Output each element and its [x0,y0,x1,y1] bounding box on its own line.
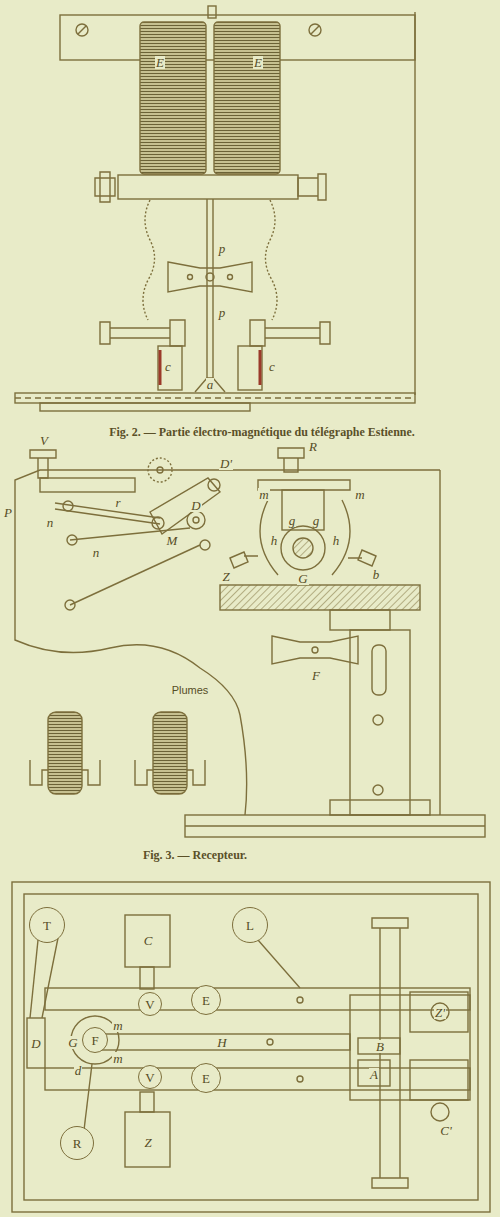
part-letter: V [39,434,49,447]
part-letter: m [354,488,365,501]
part-letter: Z [221,570,230,583]
part-letter: n [92,546,101,559]
part-letter: g [312,514,321,527]
part-letter: Z [143,1136,152,1149]
circle-callout: T [29,907,65,943]
part-letter: H [216,1036,227,1049]
part-letter: A [369,1068,379,1081]
part-letter: E [155,56,165,69]
circle-callout: L [232,907,268,943]
part-letter: b [372,568,381,581]
part-letter: F [311,669,321,682]
circle-callout: V [138,1065,162,1089]
circle-callout: E [191,1063,221,1093]
circle-callout: R [60,1126,94,1160]
part-letter: a [206,378,215,391]
part-letter: E [253,56,263,69]
part-letter: G [297,572,308,585]
figure-caption: Fig. 3. — Recepteur. [142,849,248,861]
fig2-electromagnet [15,6,415,411]
part-letter: P [3,506,13,519]
part-letter: C [143,934,154,947]
callout-letter: T [43,919,51,932]
callout-letter: E [202,1072,210,1085]
part-letter: R [308,440,318,453]
callout-letter: E [202,994,210,1007]
part-letter: D [190,499,201,512]
part-letter: c [268,360,276,373]
part-letter: Z' [434,1006,446,1019]
part-letter: h [332,534,341,547]
callout-letter: F [91,1034,98,1047]
part-letter: p [218,242,227,255]
part-letter: c [164,360,172,373]
part-letter: p [218,306,227,319]
callout-letter: V [145,1071,154,1084]
circle-callout: F [82,1027,108,1053]
part-letter: n [46,516,55,529]
circle-callout: V [138,992,162,1016]
callout-letter: V [145,998,154,1011]
fig4-plan-view [12,882,490,1212]
part-letter: C' [439,1124,452,1137]
part-letter: m [112,1052,123,1065]
pens [30,712,205,794]
part-letter: D [30,1037,41,1050]
part-letter: r [114,496,121,509]
part-letter: B [375,1040,385,1053]
part-letter: m [258,488,269,501]
fig3-receiver [15,448,485,837]
part-letter: h [270,534,279,547]
callout-letter: L [246,919,254,932]
figure-caption: Fig. 2. — Partie électro-magnétique du t… [108,426,416,438]
callout-letter: R [73,1137,82,1150]
circle-callout: E [191,985,221,1015]
part-letter: Plumes [171,685,210,696]
part-letter: d [74,1064,83,1077]
part-letter: g [288,514,297,527]
part-letter: M [166,534,179,547]
part-letter: G [67,1036,78,1049]
part-letter: m [112,1019,123,1032]
part-letter: D' [219,457,233,470]
